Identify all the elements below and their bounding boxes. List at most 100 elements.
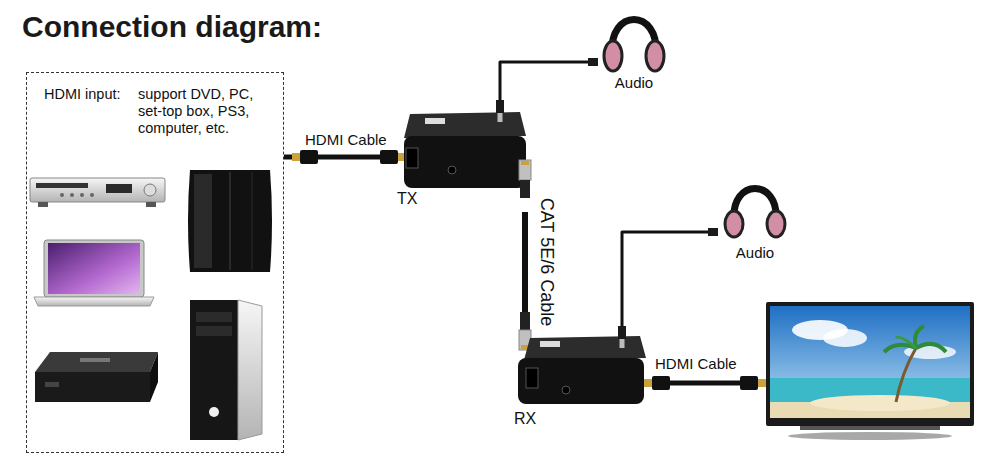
earcup bbox=[767, 211, 785, 237]
tx-device bbox=[404, 112, 526, 188]
rx-top bbox=[524, 336, 646, 360]
tv-stand bbox=[800, 426, 940, 430]
jack-boot bbox=[618, 326, 626, 339]
palm-leaf bbox=[916, 344, 946, 352]
rj45-boot bbox=[520, 180, 530, 198]
cable-label: CAT 5E/6 Cable bbox=[535, 196, 556, 328]
dvd-knob bbox=[144, 184, 156, 196]
tv-base bbox=[788, 432, 952, 440]
laptop bbox=[34, 240, 154, 306]
dvd-display bbox=[106, 184, 132, 193]
rx-logo-mark bbox=[540, 341, 560, 347]
ps3-console bbox=[188, 170, 272, 272]
node-label: Audio bbox=[615, 74, 653, 92]
dvd-button bbox=[80, 193, 84, 197]
dvd-slot bbox=[36, 183, 88, 188]
palm-trunk bbox=[896, 348, 916, 402]
node-label: RX bbox=[514, 410, 536, 429]
jack-boot bbox=[708, 228, 718, 236]
cloud bbox=[823, 329, 867, 347]
dvd-body bbox=[30, 178, 165, 202]
hdmi-tip bbox=[644, 379, 652, 387]
rx-device bbox=[518, 336, 646, 404]
cable-label: HDMI Cable bbox=[303, 131, 389, 149]
jack-boot bbox=[496, 100, 504, 113]
input-group-box: HDMI input: support DVD, PC, set-top box,… bbox=[26, 72, 284, 453]
jack-tip bbox=[498, 113, 503, 122]
device-node: TX bbox=[394, 104, 530, 212]
rj45-plug bbox=[519, 160, 531, 180]
stb-front bbox=[35, 372, 150, 402]
hdmi-plug bbox=[380, 150, 398, 164]
hdmi-plug bbox=[300, 150, 318, 164]
ps3-seam bbox=[229, 172, 231, 270]
rx-hdmi-port bbox=[526, 368, 538, 388]
dvd-button bbox=[60, 193, 64, 197]
pc-bay bbox=[196, 326, 232, 336]
rj45-plug-tx bbox=[519, 160, 531, 198]
hdmi-tip bbox=[758, 379, 766, 387]
television bbox=[766, 302, 974, 440]
hdmi-plugs-input bbox=[292, 150, 406, 164]
cable bbox=[500, 62, 596, 104]
palm-leaf bbox=[896, 337, 916, 348]
rx-port bbox=[562, 386, 570, 394]
audio-jack-rx bbox=[618, 326, 626, 348]
earcup bbox=[725, 211, 743, 237]
laptop-screen bbox=[48, 243, 140, 294]
hdmi-plug bbox=[652, 376, 670, 390]
stb-side bbox=[150, 352, 158, 402]
jack-boot bbox=[588, 58, 598, 66]
ps3-seam bbox=[252, 172, 253, 270]
device-node: RX bbox=[508, 330, 648, 431]
hdmi-tip bbox=[292, 153, 300, 161]
stb-buttons bbox=[80, 358, 110, 362]
set-top-box bbox=[35, 352, 158, 402]
cable bbox=[622, 232, 716, 330]
headphones bbox=[708, 189, 785, 238]
laptop-lid bbox=[44, 240, 144, 297]
node-description: support DVD, PC, set-top box, PS3, compu… bbox=[138, 86, 280, 137]
hdmi-cable-output bbox=[644, 376, 766, 390]
audio-jack-tx bbox=[496, 100, 504, 122]
ps3-gloss bbox=[194, 174, 212, 268]
tx-front bbox=[404, 136, 526, 188]
dvd-foot bbox=[38, 202, 48, 207]
pc-tower bbox=[190, 300, 262, 440]
palm-leaf bbox=[915, 326, 924, 348]
tv-frame bbox=[766, 302, 974, 426]
pc-bay bbox=[196, 312, 232, 322]
dvd-button bbox=[70, 193, 74, 197]
stb-top bbox=[35, 352, 158, 372]
diagram-title: Connection diagram: bbox=[22, 9, 322, 44]
tv-screen bbox=[770, 306, 970, 418]
tx-logo-mark bbox=[425, 118, 445, 124]
node-label: Audio bbox=[736, 244, 774, 262]
node-label: HDMI input: bbox=[44, 86, 121, 103]
stb-led bbox=[45, 382, 59, 387]
tx-top bbox=[404, 112, 526, 138]
tx-hdmi-port bbox=[406, 148, 418, 168]
dvd-button bbox=[90, 193, 94, 197]
pc-front bbox=[190, 300, 238, 440]
sand-bar bbox=[810, 395, 950, 411]
pc-side bbox=[238, 300, 262, 440]
earcup bbox=[604, 41, 622, 71]
rj45-contacts bbox=[521, 161, 529, 165]
ps3-body bbox=[188, 170, 272, 272]
dvd-foot bbox=[146, 202, 156, 207]
tx-port bbox=[448, 166, 456, 174]
dvd-player bbox=[30, 178, 165, 207]
pc-power bbox=[209, 407, 219, 417]
device-node: Audio bbox=[716, 183, 794, 264]
rj45-boot bbox=[520, 312, 530, 330]
jack-tip bbox=[620, 339, 625, 348]
headphones bbox=[588, 20, 664, 72]
hdmi-plug bbox=[740, 376, 758, 390]
laptop-base bbox=[34, 297, 154, 306]
cable-label: HDMI Cable bbox=[655, 355, 737, 373]
rx-front bbox=[518, 358, 644, 404]
device-node: Audio bbox=[596, 8, 672, 94]
earcup bbox=[646, 41, 664, 71]
